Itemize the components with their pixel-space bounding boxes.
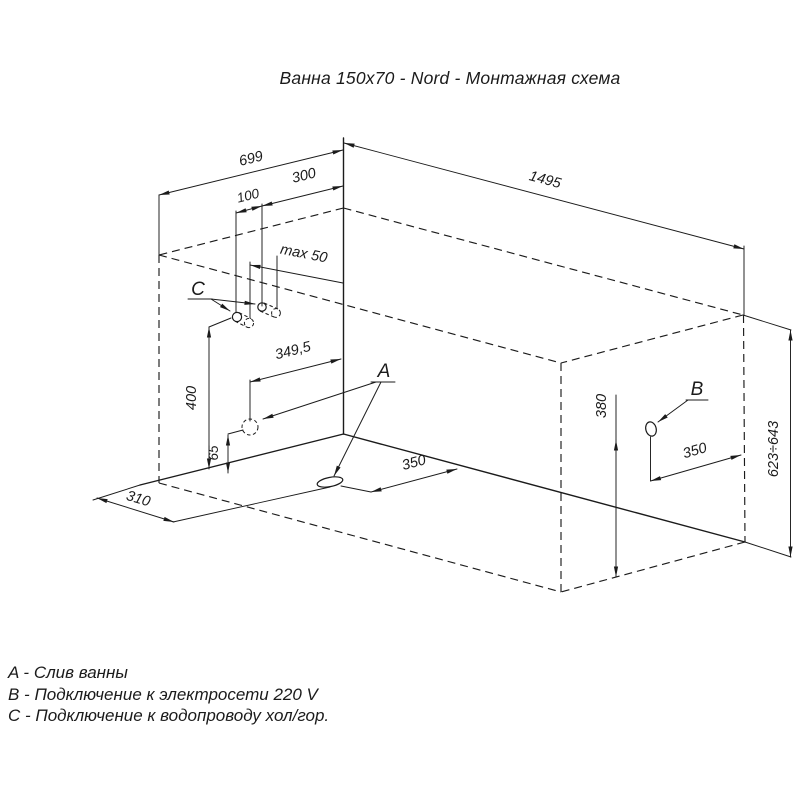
water-pipe-1-front: [231, 311, 243, 323]
arrowhead: [344, 143, 355, 148]
dim-label-400: 400: [184, 386, 200, 410]
tub-top-right-edge: [560, 314, 744, 364]
arrowhead: [330, 359, 341, 364]
dim-label-max50: max 50: [279, 242, 329, 267]
water-pipe-2-front: [257, 302, 267, 312]
dimension-socket-from-right-edge: 350: [650, 440, 742, 482]
label-a: A: [377, 361, 391, 382]
legend-item-c: C - Подключение к водопроводу хол/гор.: [8, 706, 330, 725]
dim-label-349-5: 349,5: [273, 339, 313, 364]
arrowhead: [250, 264, 261, 270]
dimension-socket-height: 380: [594, 394, 619, 578]
arrowhead: [220, 303, 230, 311]
water-pipe-1-back: [243, 317, 255, 329]
floor-edge-left-wall: [139, 433, 345, 486]
arrowhead: [730, 455, 741, 460]
dim-label-65: 65: [206, 445, 221, 461]
arrowhead: [371, 487, 382, 492]
arrowhead: [733, 244, 744, 249]
dim-label-100: 100: [235, 186, 261, 206]
arrowhead: [206, 458, 212, 469]
page-title: Ванна 150x70 - Nord - Монтажная схема: [279, 68, 621, 88]
tub-top-front-edge: [158, 254, 562, 364]
arrowhead: [788, 330, 793, 341]
arrowhead: [788, 546, 793, 557]
legend-item-b: B - Подключение к электросети 220 V: [8, 684, 318, 704]
dimension-width-top: 699: [158, 149, 344, 196]
dimension-pipes-spacing: 100: [235, 186, 263, 214]
arrowhead: [236, 208, 247, 213]
arrowhead: [332, 150, 343, 155]
legend: A - Слив ванны B - Подключение к электро…: [8, 662, 329, 727]
label-b: B: [691, 379, 704, 400]
dimension-drain-from-back-wall: 350: [370, 452, 458, 493]
drain-wall-connection: [241, 418, 259, 436]
arrowhead: [250, 377, 261, 382]
dimension-lines: 699 100 300 1495 max 50 349,5: [96, 142, 793, 578]
dimension-drain-from-left-wall: 310: [96, 488, 175, 523]
point-labels: A B C: [187, 279, 709, 401]
leader-a-wall: [262, 381, 377, 420]
arrowhead: [332, 186, 343, 191]
dimension-pipes-wall-clearance: max 50: [249, 242, 344, 284]
arrowhead: [446, 469, 457, 474]
tub-top-rear-edge: [343, 207, 744, 316]
dimension-pipes-height: 400: [184, 326, 212, 470]
arrowhead: [613, 566, 619, 577]
arrowhead: [262, 201, 273, 206]
tub-bottom-front-left-edge: [158, 482, 562, 593]
dimension-length-top: 1495: [343, 142, 745, 250]
tub-vert-right-edge: [742, 314, 746, 543]
arrowhead: [650, 476, 662, 481]
floor-edge-back-wall: [342, 433, 746, 543]
arrowhead: [244, 300, 255, 305]
dimension-pipes-to-corner: 300: [261, 165, 344, 207]
tub-bottom-front-right-edge: [560, 541, 746, 593]
label-c: C: [191, 279, 205, 300]
arrowhead: [251, 206, 262, 211]
arrowhead: [613, 440, 619, 451]
leader-lines: [210, 298, 689, 477]
extension-lines: [92, 194, 792, 523]
tub-top-left-edge: [158, 207, 344, 256]
room-lines: [139, 137, 792, 558]
dimension-drain-wall-offset: 349,5: [249, 339, 342, 383]
arrowhead: [334, 465, 341, 476]
connection-symbols: [231, 302, 657, 488]
dimension-tub-height-range: 623÷643: [766, 329, 793, 558]
dim-label-300: 300: [290, 165, 317, 186]
dim-label-350-drain: 350: [400, 452, 428, 474]
dimension-drain-conn-height: 65: [206, 434, 231, 474]
arrowhead: [658, 414, 668, 422]
floor-edge-back-ext: [744, 541, 792, 558]
dim-label-350-socket: 350: [681, 440, 709, 462]
dim-label-623-643: 623÷643: [766, 421, 782, 477]
dim-label-1495: 1495: [527, 168, 563, 192]
power-socket-b: [645, 421, 657, 437]
dim-label-310: 310: [124, 488, 152, 510]
arrowhead: [159, 190, 170, 195]
arrowhead: [225, 462, 231, 473]
legend-item-a: A - Слив ванны: [8, 663, 128, 682]
arrowhead: [206, 327, 212, 338]
dim-label-380: 380: [594, 394, 610, 418]
floor-drain: [316, 476, 344, 488]
arrowhead: [263, 413, 274, 419]
dim-label-699: 699: [237, 149, 264, 170]
arrowhead: [97, 498, 108, 504]
bathtub-dashed-box: [158, 207, 746, 593]
leader-a-floor: [333, 381, 382, 477]
arrowhead: [163, 516, 174, 522]
arrowhead: [225, 435, 231, 446]
